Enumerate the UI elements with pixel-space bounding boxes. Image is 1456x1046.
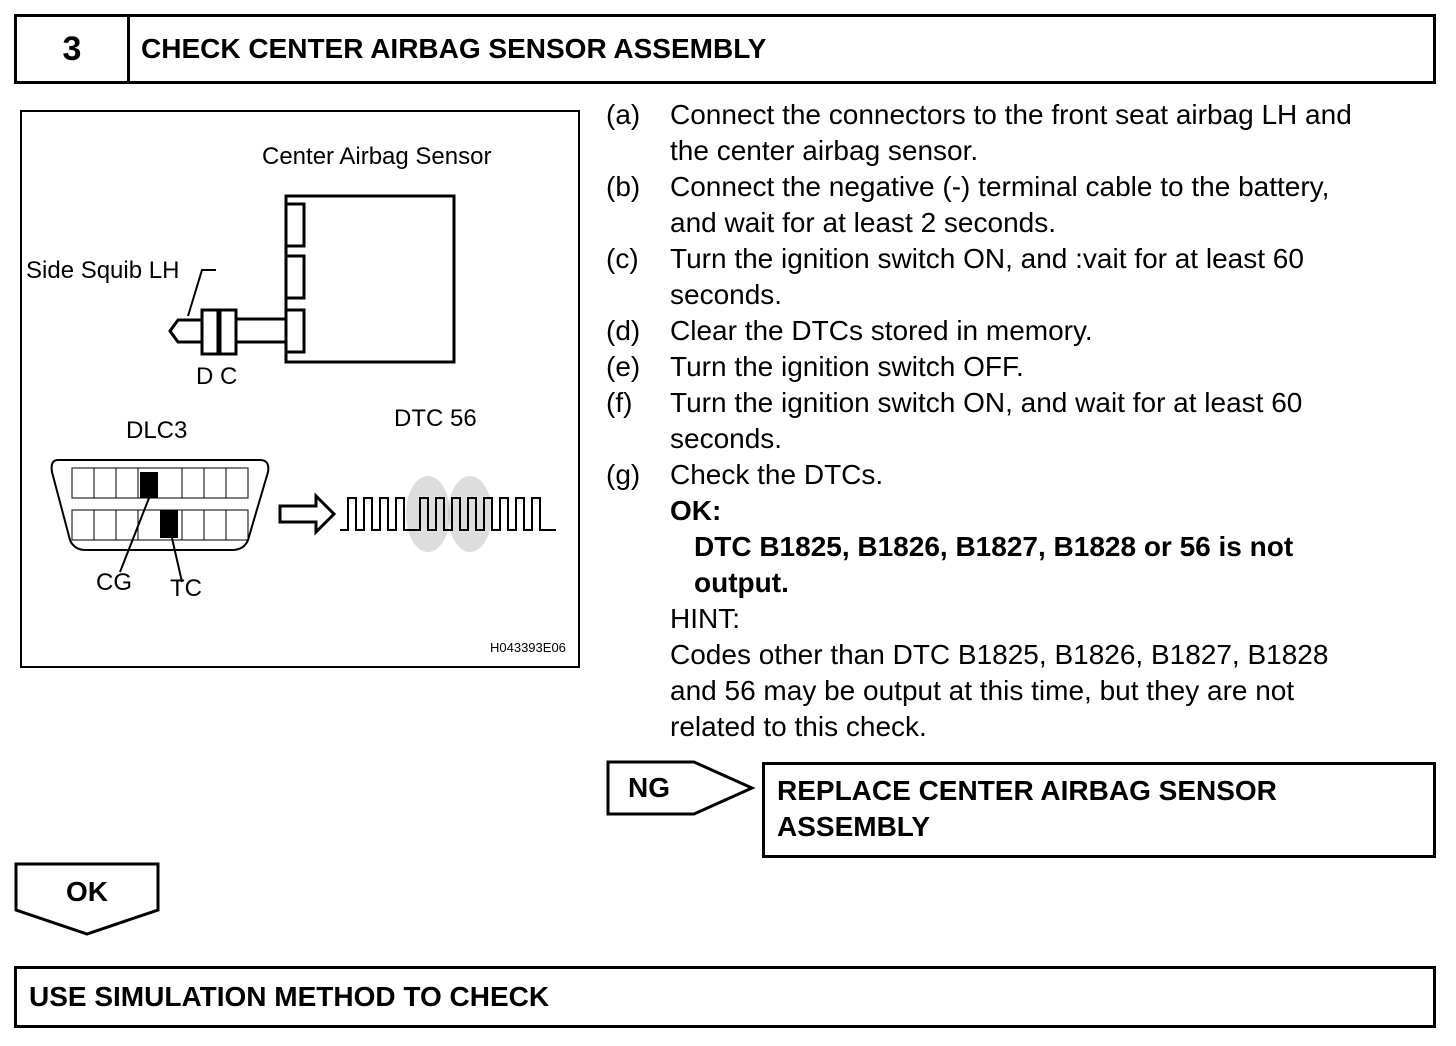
ng-label: NG xyxy=(628,772,670,803)
dlc3-connector xyxy=(50,459,270,551)
step-text: Clear the DTCs stored in memory. xyxy=(670,315,1093,346)
step-c: (c) Turn the ignition switch ON, and :va… xyxy=(606,241,1436,313)
sensor-connector-1 xyxy=(284,202,306,248)
step-letter: (c) xyxy=(606,243,639,274)
step-number: 3 xyxy=(17,17,130,81)
ng-result-text: ASSEMBLY xyxy=(777,811,931,842)
step-letter: (g) xyxy=(606,459,641,490)
dtc-pulse-train xyxy=(340,497,556,531)
step-text: Check the DTCs. xyxy=(670,459,884,490)
dc-label: D C xyxy=(196,363,237,390)
tc-label: TC xyxy=(170,575,202,602)
step-f: (f) Turn the ignition switch ON, and wai… xyxy=(606,385,1436,457)
ok-arrow-icon xyxy=(14,862,160,936)
cg-label: CG xyxy=(96,569,132,596)
squib-connector-d xyxy=(200,308,220,356)
step-text: Turn the ignition switch ON, and :vait f… xyxy=(670,243,1304,274)
step-letter: (a) xyxy=(606,99,641,130)
step-letter: (e) xyxy=(606,351,641,382)
side-squib-leader xyxy=(187,269,216,317)
hint-text: related to this check. xyxy=(670,711,927,742)
next-step-text: USE SIMULATION METHOD TO CHECK xyxy=(29,981,550,1012)
step-text: Turn the ignition switch ON, and wait fo… xyxy=(670,387,1303,418)
step-text: Connect the connectors to the front seat… xyxy=(670,99,1352,130)
ng-result-text: REPLACE CENTER AIRBAG SENSOR xyxy=(777,775,1277,806)
step-text: seconds. xyxy=(670,423,783,454)
next-step-box: USE SIMULATION METHOD TO CHECK xyxy=(14,966,1436,1028)
step-a: (a) Connect the connectors to the front … xyxy=(606,97,1436,169)
step-text: and wait for at least 2 seconds. xyxy=(670,207,1056,238)
step-text: Connect the negative (-) terminal cable … xyxy=(670,171,1330,202)
hint-label: HINT: xyxy=(670,603,740,634)
step-header: 3 CHECK CENTER AIRBAG SENSOR ASSEMBLY xyxy=(14,14,1436,84)
ok-label: OK xyxy=(66,876,108,907)
ok-criteria-label: OK: xyxy=(670,495,722,526)
step-letter: (d) xyxy=(606,315,641,346)
step-letter: (f) xyxy=(606,387,633,418)
dtc-label: DTC 56 xyxy=(394,405,477,432)
side-squib-plug xyxy=(168,318,202,344)
center-airbag-sensor-label: Center Airbag Sensor xyxy=(262,143,491,170)
hint-text: and 56 may be output at this time, but t… xyxy=(670,675,1295,706)
tc-terminal xyxy=(160,510,178,538)
wiring-figure: Center Airbag Sensor Side Squib LH D C D… xyxy=(20,110,580,668)
center-airbag-sensor-box xyxy=(284,194,456,364)
ng-arrow-icon xyxy=(606,760,756,816)
procedure-steps: (a) Connect the connectors to the front … xyxy=(606,97,1436,745)
step-title: CHECK CENTER AIRBAG SENSOR ASSEMBLY xyxy=(141,33,767,64)
figure-id: H043393E06 xyxy=(490,640,566,655)
squib-connector-c xyxy=(218,308,238,356)
hint-text: Codes other than DTC B1825, B1826, B1827… xyxy=(670,639,1329,670)
step-d: (d) Clear the DTCs stored in memory. xyxy=(606,313,1436,349)
step-g: (g) Check the DTCs. xyxy=(606,457,1436,493)
step-b: (b) Connect the negative (-) terminal ca… xyxy=(606,169,1436,241)
sensor-connector-2 xyxy=(284,254,306,300)
step-text: the center airbag sensor. xyxy=(670,135,979,166)
cg-terminal xyxy=(140,472,158,498)
sensor-connector-3 xyxy=(284,308,306,354)
step-text: Turn the ignition switch OFF. xyxy=(670,351,1024,382)
side-squib-label: Side Squib LH xyxy=(26,257,179,284)
ng-result-box: REPLACE CENTER AIRBAG SENSOR ASSEMBLY xyxy=(762,762,1436,858)
figure-diagram: Center Airbag Sensor Side Squib LH D C D… xyxy=(26,143,566,655)
signal-arrow xyxy=(278,492,337,536)
ok-criteria-text: DTC B1825, B1826, B1827, B1828 or 56 is … xyxy=(694,531,1294,562)
step-text: seconds. xyxy=(670,279,783,310)
ok-criteria-text: output. xyxy=(694,567,789,598)
step-e: (e) Turn the ignition switch OFF. xyxy=(606,349,1436,385)
dlc3-label: DLC3 xyxy=(126,417,187,444)
step-letter: (b) xyxy=(606,171,641,202)
